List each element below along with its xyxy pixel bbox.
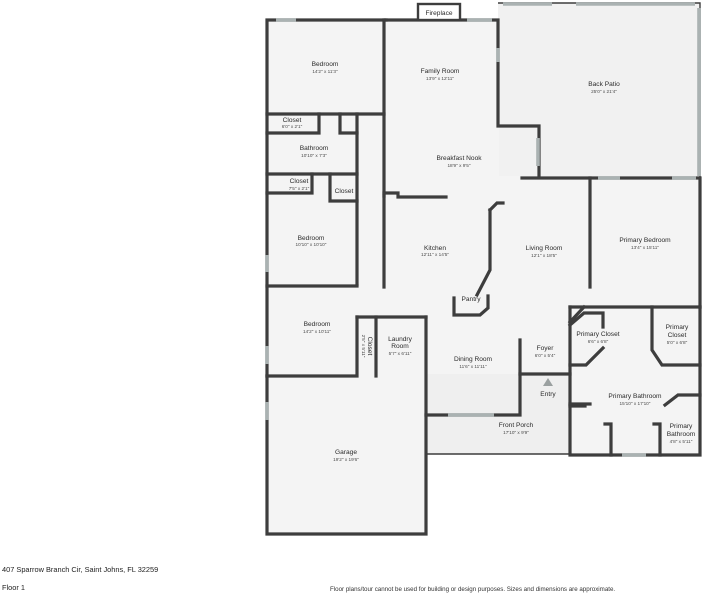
dining-room-name: Dining Room xyxy=(454,356,493,363)
fireplace: Fireplace xyxy=(416,2,462,22)
kitchen-dims: 12'11" x 14'5" xyxy=(421,252,449,257)
patio-outline xyxy=(498,2,701,178)
nook-dims: 18'9" x 9'5" xyxy=(447,163,470,168)
foyer-name: Foyer xyxy=(537,345,555,352)
primary-bath-name: Primary Bathroom xyxy=(608,393,662,400)
floor-plan: Fireplace xyxy=(265,2,702,536)
windows xyxy=(265,18,696,457)
laundry-name-line2: Room xyxy=(391,343,409,350)
primary-bath-small-name-line2: Bathroom xyxy=(667,431,696,438)
porch-name: Front Porch xyxy=(499,422,534,429)
closet-nw-dims: 6'0" x 2'1" xyxy=(282,124,303,129)
closet-small-name: Closet xyxy=(335,188,354,195)
living-room-dims: 12'1" x 18'5" xyxy=(531,253,557,258)
primary-bedroom-name: Primary Bedroom xyxy=(619,237,671,244)
closet-sw-name: Closet xyxy=(366,337,373,356)
primary-closet-r-name: Primary xyxy=(666,324,689,331)
primary-closet-r-dims: 5'0" x 6'8" xyxy=(667,340,688,345)
bedroom-mid-name: Bedroom xyxy=(298,235,325,242)
primary-closet-r-name-line2: Closet xyxy=(668,332,687,339)
fireplace-label: Fireplace xyxy=(425,10,452,17)
bedroom-mid-dims: 10'10" x 10'10" xyxy=(296,242,327,247)
living-room-name: Living Room xyxy=(526,245,563,252)
bedroom-sw-name: Bedroom xyxy=(304,321,331,328)
interior-walls xyxy=(265,18,702,457)
primary-bedroom-dims: 13'4" x 15'11" xyxy=(631,245,659,250)
bedroom-sw-dims: 14'2" x 10'11" xyxy=(303,329,331,334)
floor-label: Floor 1 xyxy=(2,583,26,592)
room-labels: Bedroom 14'2" x 11'3" Closet 6'0" x 2'1"… xyxy=(282,61,696,462)
bedroom-nw-name: Bedroom xyxy=(312,61,339,68)
bathroom-dims: 10'10" x 7'3" xyxy=(301,153,327,158)
family-room-dims: 13'9" x 12'11" xyxy=(426,76,454,81)
nook-name: Breakfast Nook xyxy=(436,155,482,162)
disclaimer: Floor plans/tour cannot be used for buil… xyxy=(330,586,616,593)
closet-mid-dims: 7'5" x 2'1" xyxy=(289,186,310,191)
entry-name: Entry xyxy=(540,391,556,398)
primary-bath-small-dims: 4'8" x 5'11" xyxy=(670,439,693,444)
family-room-name: Family Room xyxy=(421,68,460,75)
bedroom-nw-dims: 14'2" x 11'3" xyxy=(312,69,338,74)
primary-closet-l-dims: 6'6" x 6'8" xyxy=(588,339,609,344)
foyer-dims: 6'0" x 5'4" xyxy=(535,353,556,358)
laundry-name: Laundry xyxy=(388,336,413,343)
primary-closet-l-name: Primary Closet xyxy=(576,331,619,338)
garage-name: Garage xyxy=(335,449,357,456)
primary-bath-small-name: Primary xyxy=(670,423,693,430)
property-address: 407 Sparrow Branch Cir, Saint Johns, FL … xyxy=(2,565,159,574)
bathroom-name: Bathroom xyxy=(300,145,329,152)
laundry-dims: 5'7" x 6'11" xyxy=(389,351,412,356)
patio-name: Back Patio xyxy=(588,81,620,88)
closet-sw-dims: 2'5" x 5'11" xyxy=(361,335,366,358)
entry-arrow-icon xyxy=(543,378,553,386)
patio-dims: 25'0" x 21'4" xyxy=(591,89,617,94)
dining-room-dims: 11'6" x 11'11" xyxy=(459,364,487,369)
garage-dims: 19'2" x 19'6" xyxy=(333,457,359,462)
pantry-name: Pantry xyxy=(461,296,481,303)
primary-bath-dims: 15'10" x 17'10" xyxy=(620,401,651,406)
closet-nw-name: Closet xyxy=(283,117,302,124)
kitchen-name: Kitchen xyxy=(424,245,446,252)
closet-mid-name: Closet xyxy=(290,178,309,185)
porch-dims: 17'10" x 9'9" xyxy=(503,430,529,435)
